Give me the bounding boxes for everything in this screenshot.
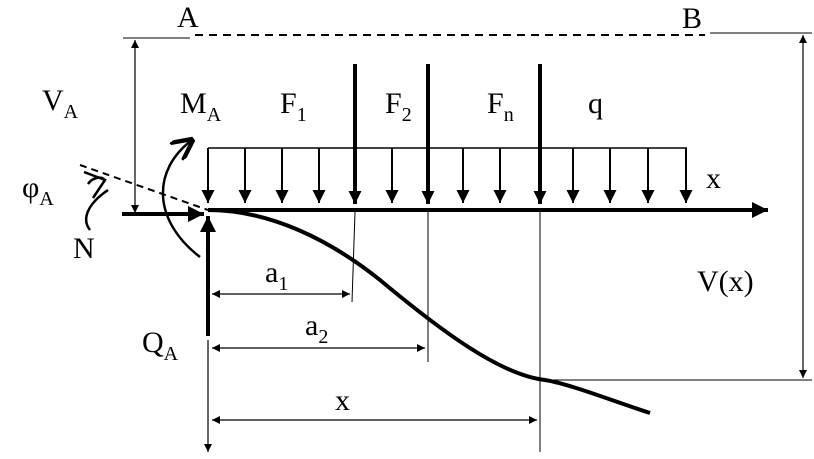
f2-label-main: F: [385, 87, 402, 120]
point-b-label: B: [682, 2, 702, 35]
a1-label-main: a: [265, 256, 278, 289]
n-label: N: [73, 232, 95, 265]
fn-label: Fn: [487, 87, 514, 126]
ma-label-main: M: [180, 87, 207, 120]
a1-label-sub: 1: [278, 273, 288, 295]
point-a-label: A: [177, 1, 199, 34]
q-label: q: [588, 87, 603, 120]
rotation-phi-arrowhead: [83, 170, 107, 199]
fn-label-main: F: [487, 87, 504, 120]
a1-label: a1: [265, 256, 288, 295]
f2-label-sub: 2: [402, 104, 412, 126]
f1-label-main: F: [280, 87, 297, 120]
x-axis-label: x: [706, 162, 721, 195]
a2-label-main: a: [305, 309, 318, 342]
phi-label-main: φ: [22, 171, 39, 204]
a2-label-sub: 2: [318, 326, 328, 348]
phi-label: φA: [22, 171, 54, 210]
fn-label-sub: n: [504, 104, 514, 126]
rotation-phi-curved-arrow: [85, 176, 109, 231]
f2-label: F2: [385, 87, 412, 126]
qa-label: QA: [142, 326, 179, 365]
ma-label-sub: A: [207, 104, 222, 126]
deflection-curve: [207, 208, 651, 415]
f1-extension-line: [351, 211, 356, 303]
f1-label: F1: [280, 87, 307, 126]
phi-label-sub: A: [39, 188, 54, 210]
qa-label-sub: A: [164, 343, 179, 365]
qa-label-main: Q: [142, 326, 164, 359]
distributed-load-q: [201, 147, 693, 203]
tangent-line-dashed: [79, 164, 209, 211]
vx-label: V(x): [697, 265, 754, 298]
x-dimension-label: x: [335, 384, 350, 417]
f1-label-sub: 1: [297, 104, 307, 126]
va-label-sub: A: [64, 101, 79, 123]
ma-label: MA: [180, 87, 222, 126]
moment-ma-curved-arrow: [161, 140, 201, 258]
va-label: VA: [42, 84, 79, 123]
a2-label: a2: [305, 309, 328, 348]
va-label-main: V: [42, 84, 64, 117]
